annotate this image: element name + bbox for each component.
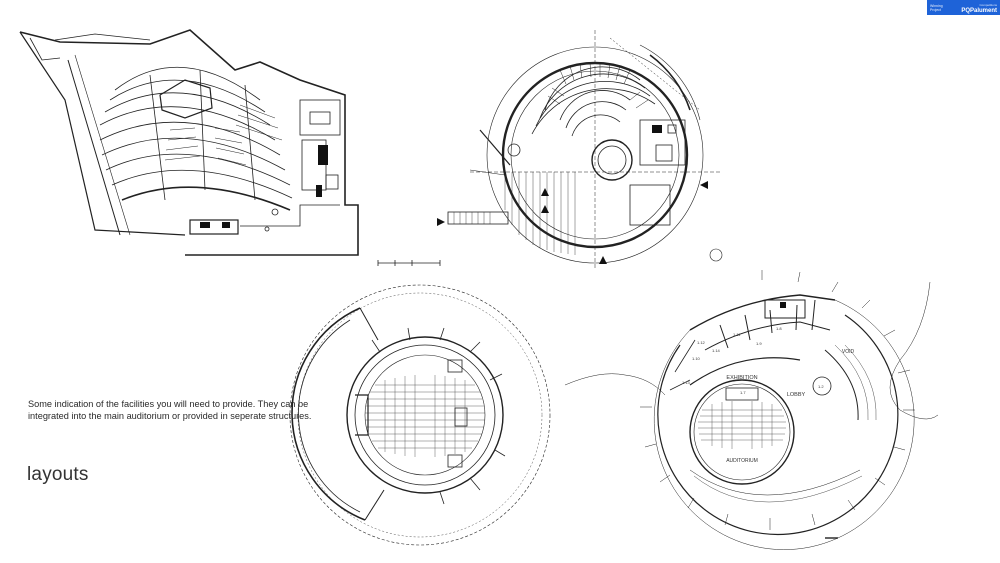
layouts-heading: layouts (27, 464, 89, 485)
badge-brand-name: PQPalument (961, 7, 997, 14)
label-room: 1.11 (733, 332, 741, 337)
badge-small-text: Winning Project (930, 3, 943, 12)
plan-concentric-round (289, 284, 551, 546)
label-exhibition: EXHIBITION (726, 375, 757, 381)
badge-brand: Competitions PQPalument (961, 2, 997, 14)
label-room: 1.12 (697, 340, 706, 345)
label-room: 1.9 (756, 341, 762, 346)
label-room: 1.13 (682, 380, 691, 385)
label-room: 1.8 (776, 326, 782, 331)
badge-brand-sub: Competitions (979, 2, 997, 7)
label-lobby: LOBBY (787, 392, 806, 398)
competition-badge: Winning Project Competitions PQPalument (927, 0, 1000, 15)
caption-text: Some indication of the facilities you wi… (28, 399, 312, 421)
label-room: 1.2 (818, 384, 824, 389)
plan-round-tiered (437, 30, 723, 270)
plan-radial-exhibition (564, 270, 939, 550)
label-auditorium: AUDITORIUM (726, 458, 758, 464)
label-room: 1.7 (740, 390, 746, 395)
label-room: 1.14 (712, 348, 721, 353)
label-room: 1.10 (692, 356, 701, 361)
plan-fan-auditorium (19, 29, 441, 266)
label-void: VOID (842, 349, 855, 355)
